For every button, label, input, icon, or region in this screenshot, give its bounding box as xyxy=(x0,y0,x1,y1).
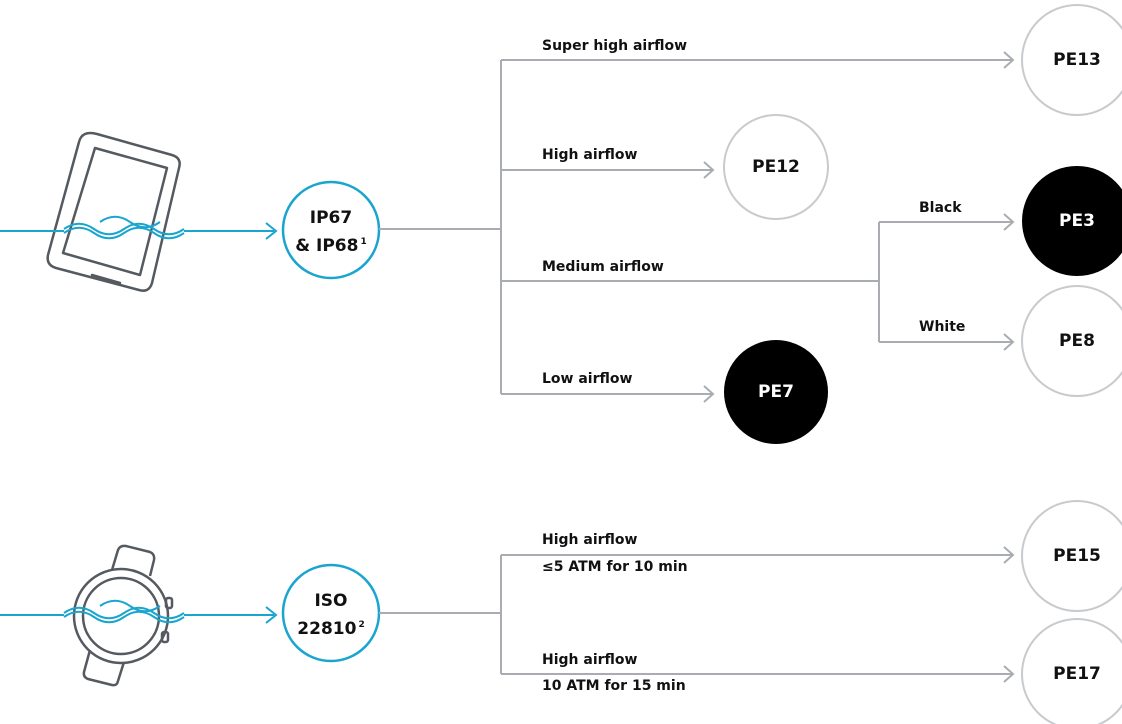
product-circle-pe8 xyxy=(1021,285,1122,397)
branch-label-b1-sub: ≤5 ATM for 10 min xyxy=(542,559,688,575)
product-label-pe17: PE17 xyxy=(1053,664,1101,684)
product-label-pe15: PE15 xyxy=(1053,546,1101,566)
product-circle-pe3 xyxy=(1022,166,1122,276)
standard-iso-line1: ISO xyxy=(314,591,348,611)
footnote-ref-1: 1 xyxy=(360,237,367,247)
branch-label-b1-title: High airflow xyxy=(542,532,638,548)
branch-label-b2-title: High airflow xyxy=(542,652,638,668)
product-circle-pe13 xyxy=(1021,4,1122,116)
product-label-pe8: PE8 xyxy=(1059,331,1095,351)
product-label-pe13: PE13 xyxy=(1053,50,1101,70)
branch-label-low: Low airflow xyxy=(542,371,633,387)
phone-icon xyxy=(46,131,181,292)
product-circle-pe7 xyxy=(724,340,828,444)
branch-label-medium: Medium airflow xyxy=(542,259,664,275)
branch-label-super-high: Super high airflow xyxy=(542,38,688,54)
footnote-ref-2: 2 xyxy=(358,620,365,630)
water-wave-icon xyxy=(0,599,278,624)
product-circle-pe17 xyxy=(1021,618,1122,724)
water-wave-icon xyxy=(0,215,278,240)
product-circle-pe15 xyxy=(1021,500,1122,612)
product-label-pe3: PE3 xyxy=(1059,211,1095,231)
standard-ip-line1: IP67 xyxy=(309,208,353,228)
bottom-connectors xyxy=(379,546,1015,683)
branch-label-black: Black xyxy=(919,200,962,216)
product-label-pe12: PE12 xyxy=(752,157,800,177)
branch-label-high: High airflow xyxy=(542,147,638,163)
branch-label-b2-sub: 10 ATM for 15 min xyxy=(542,678,686,694)
top-connectors xyxy=(379,51,1015,403)
branch-label-white: White xyxy=(919,319,966,335)
standard-iso-line2: 22810 xyxy=(297,619,357,639)
standard-ip-line2: & IP68 xyxy=(295,236,359,256)
product-circle-pe12 xyxy=(723,114,829,220)
product-label-pe7: PE7 xyxy=(758,382,794,402)
